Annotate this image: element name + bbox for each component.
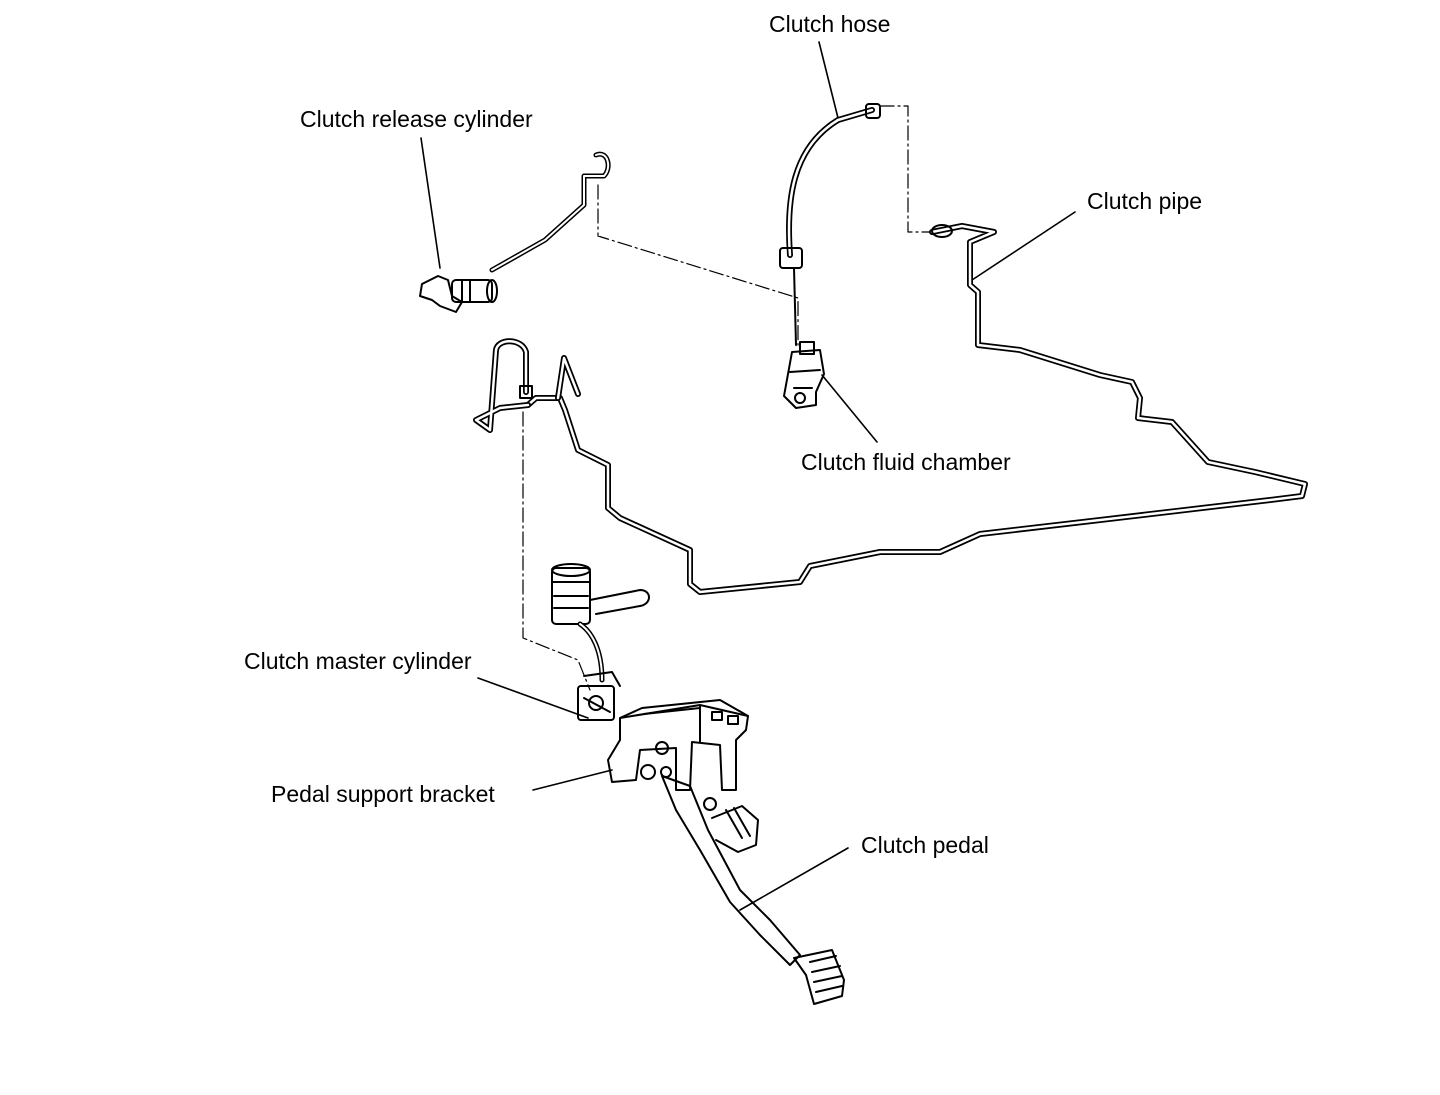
label-clutch-master-cylinder: Clutch master cylinder [244,648,472,674]
leader-clutch-release-cylinder [420,137,441,269]
leader-clutch-master-cylinder [477,677,589,719]
clutch-fluid-chamber-part [783,341,825,409]
phantom-hose-to-pipe [879,105,933,233]
label-clutch-hose: Clutch hose [769,11,891,37]
clutch-hose-part [779,103,881,346]
pedal-support-bracket-part [607,699,749,791]
clutch-pipe-part [525,223,1308,595]
leader-clutch-pedal [739,847,849,911]
label-clutch-pedal: Clutch pedal [861,832,989,858]
clutch-master-cylinder-part [577,671,621,721]
clutch-pedal-part [661,775,845,1005]
label-clutch-release-cylinder: Clutch release cylinder [300,106,533,132]
phantom-release-to-chamber [597,184,799,346]
label-pedal-support-bracket: Pedal support bracket [271,781,495,807]
clutch-release-cylinder-part [419,151,611,313]
leader-clutch-pipe [971,211,1076,281]
pipe-loop-part [473,338,581,433]
leader-pedal-support-bracket [532,769,613,791]
reservoir-part [551,563,650,683]
leader-clutch-hose [818,41,839,119]
leader-lines [420,41,1076,911]
leader-clutch-fluid-chamber [821,374,878,443]
label-clutch-fluid-chamber: Clutch fluid chamber [801,449,1011,475]
label-clutch-pipe: Clutch pipe [1087,188,1203,214]
